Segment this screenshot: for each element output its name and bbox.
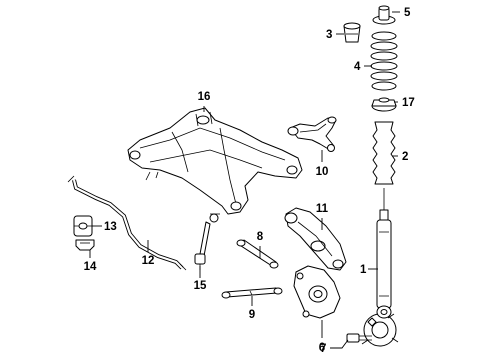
stabilizer-bar [67, 175, 187, 271]
leader-lines [89, 11, 400, 349]
callout-14: 14 [84, 261, 97, 273]
callout-labels: 16 10 11 12 13 14 8 15 9 6 7 1 2 17 4 5 … [84, 7, 415, 355]
spring-insulator [372, 5, 396, 25]
spring-seat-lower [371, 97, 397, 112]
callout-8: 8 [257, 231, 264, 243]
callout-5: 5 [404, 7, 411, 19]
stabilizer-link [194, 213, 220, 270]
callout-7: 7 [320, 343, 326, 355]
stabilizer-bushing [73, 215, 93, 237]
dust-boot [372, 121, 396, 185]
coil-spring [370, 31, 398, 91]
lower-control-arm [284, 207, 347, 271]
rear-subframe [127, 107, 303, 215]
callout-13: 13 [104, 221, 117, 233]
callout-11: 11 [316, 203, 329, 215]
callout-9: 9 [249, 309, 255, 321]
callout-10: 10 [316, 166, 329, 178]
callout-3: 3 [326, 29, 332, 41]
callout-17: 17 [402, 97, 415, 109]
shock-absorber [376, 188, 392, 319]
toe-link [221, 287, 283, 299]
bushing-bracket [75, 239, 95, 251]
callout-2: 2 [402, 151, 408, 163]
callout-12: 12 [142, 255, 155, 267]
callout-16: 16 [198, 91, 211, 103]
upper-control-arm [287, 116, 337, 152]
rear-knuckle [293, 265, 341, 319]
callout-6: 6 [319, 342, 325, 354]
wheel-hub [361, 313, 399, 347]
hub-bolt [346, 333, 372, 343]
callout-4: 4 [354, 61, 361, 73]
callout-1: 1 [360, 264, 367, 276]
callout-15: 15 [194, 280, 207, 292]
bump-stop [343, 22, 361, 43]
lateral-link [236, 239, 279, 269]
